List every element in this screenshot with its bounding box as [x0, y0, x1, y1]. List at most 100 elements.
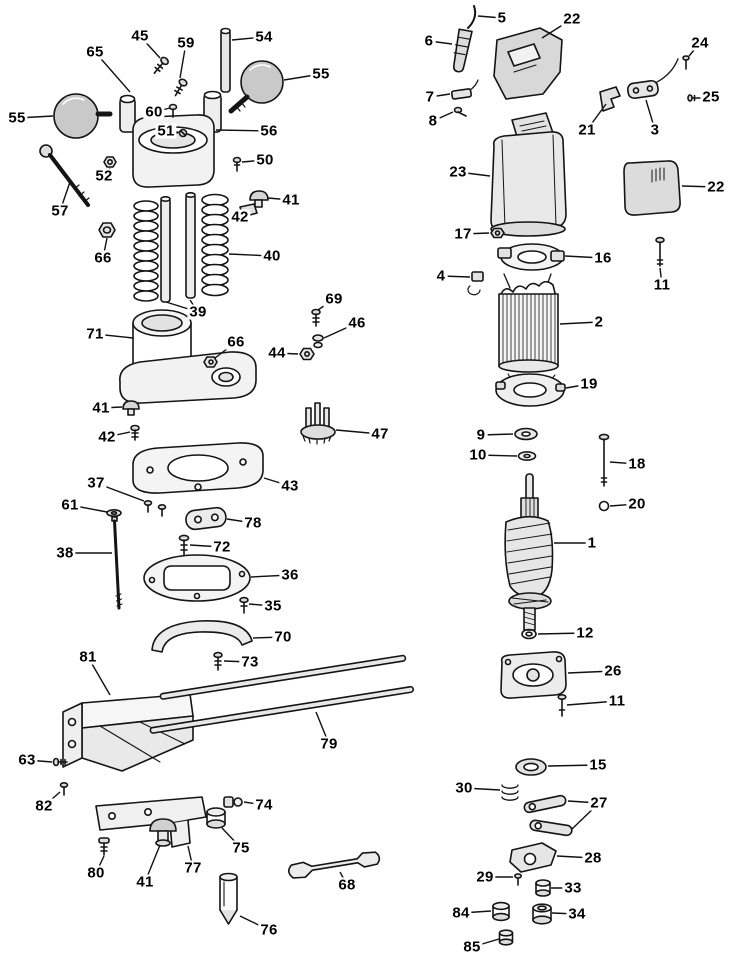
- part-label-55-4: 55: [310, 65, 332, 83]
- part-label-44-21: 44: [266, 344, 288, 362]
- part-label-82-38: 82: [33, 797, 55, 815]
- screws-37-icon: [143, 499, 167, 517]
- screw-82-icon: [59, 781, 69, 796]
- washer-61-icon: [106, 508, 122, 517]
- screw-72-icon: [178, 534, 190, 557]
- part-label-75-40: 75: [230, 839, 252, 857]
- part-label-34-78: 34: [566, 905, 588, 923]
- screw-8-icon: [453, 106, 467, 117]
- nut-66-lower-icon: [203, 356, 218, 368]
- brush-4-icon: [467, 271, 484, 296]
- part-label-61-27: 61: [59, 496, 81, 514]
- chip-shield-70-icon: [151, 620, 253, 653]
- screw-69-icon: [311, 308, 321, 327]
- part-label-69-17: 69: [323, 290, 345, 308]
- motor-clamp-56-icon: [119, 90, 222, 188]
- motor-housing-23-icon: [490, 112, 567, 237]
- lock-knob-41-mid-icon: [122, 400, 140, 416]
- part-label-33-76: 33: [562, 879, 584, 897]
- part-label-7-50: 7: [423, 88, 437, 106]
- part-label-12-68: 12: [574, 624, 596, 642]
- cam-plate-78-icon: [185, 506, 227, 531]
- cord-5-icon: [467, 5, 477, 29]
- sleeve-85-icon: [498, 929, 514, 946]
- part-label-76-45: 76: [258, 921, 280, 939]
- clip-74-icon: [223, 796, 243, 808]
- part-label-20-66: 20: [626, 495, 648, 513]
- part-label-81-35: 81: [77, 648, 99, 666]
- part-label-36-31: 36: [279, 566, 301, 584]
- part-label-63-37: 63: [16, 751, 38, 769]
- part-label-66-14: 66: [92, 249, 114, 267]
- part-label-25-51: 25: [700, 88, 722, 106]
- part-label-66-20: 66: [225, 333, 247, 351]
- part-label-72-29: 72: [211, 538, 233, 556]
- part-label-15-71: 15: [587, 756, 609, 774]
- guide-post-54-icon: [220, 27, 231, 93]
- screw-29-icon: [513, 873, 522, 886]
- screw-60-icon: [168, 103, 178, 118]
- part-label-70-33: 70: [272, 628, 294, 646]
- part-label-5-46: 5: [495, 9, 509, 27]
- baffle-19-icon: [495, 373, 566, 407]
- part-label-54-3: 54: [253, 28, 275, 46]
- part-label-43-26: 43: [279, 477, 301, 495]
- part-label-80-43: 80: [85, 864, 107, 882]
- part-label-24-49: 24: [689, 34, 711, 52]
- knob-55-left-icon: [53, 93, 113, 139]
- handle-cover-22-top-icon: [493, 27, 563, 100]
- part-label-79-36: 79: [318, 735, 340, 753]
- screw-51-icon: [178, 128, 188, 138]
- ring-20-icon: [598, 500, 610, 512]
- part-label-74-39: 74: [253, 796, 275, 814]
- bearing-housing-26-icon: [500, 651, 567, 699]
- bushing-75-icon: [206, 807, 226, 829]
- right-assembly-drawing: [450, 5, 701, 946]
- screw-18-icon: [598, 433, 610, 487]
- part-label-8-52: 8: [426, 112, 440, 130]
- armature-1-icon: [504, 473, 554, 631]
- part-label-10-64: 10: [467, 446, 489, 464]
- wrench-68-icon: [288, 851, 381, 879]
- screw-80-icon: [98, 837, 110, 856]
- brush-holder-16-icon: [497, 243, 565, 271]
- spring-left-40-icon: [133, 200, 159, 302]
- screw-63-icon: [52, 757, 68, 767]
- screw-42-mid-icon: [130, 424, 140, 441]
- depth-turret-47-icon: [300, 402, 336, 445]
- screw-50-icon: [232, 156, 242, 172]
- part-label-42-13: 42: [229, 208, 251, 226]
- terminal-7-icon: [450, 79, 479, 100]
- part-label-22-47: 22: [561, 10, 583, 28]
- base-casting-71-icon: [119, 309, 257, 404]
- washer-10-icon: [517, 450, 537, 461]
- part-label-17-57: 17: [452, 225, 474, 243]
- screw-25-icon: [687, 94, 701, 102]
- part-label-59-2: 59: [175, 34, 197, 52]
- nut-84-icon: [492, 901, 510, 922]
- part-label-27-73: 27: [588, 794, 610, 812]
- screw-11-top-icon: [655, 236, 665, 267]
- screw-45-icon: [153, 56, 169, 74]
- part-label-68-44: 68: [336, 876, 358, 894]
- part-label-39-16: 39: [187, 303, 209, 321]
- guide-posts-39-icon: [160, 192, 196, 303]
- part-label-19-62: 19: [578, 375, 600, 393]
- part-label-6-48: 6: [422, 32, 436, 50]
- part-label-37-25: 37: [85, 474, 107, 492]
- left-assembly-drawing: [39, 27, 414, 925]
- lock-knob-41-bottom-icon: [149, 818, 177, 847]
- spring-30-icon: [501, 784, 519, 801]
- part-label-45-1: 45: [129, 27, 151, 45]
- field-2-icon: [498, 273, 559, 373]
- guide-bracket-77-icon: [95, 796, 207, 848]
- bolt-38-icon: [111, 516, 123, 610]
- part-label-38-30: 38: [54, 544, 76, 562]
- knob-55-right-icon: [228, 60, 284, 114]
- part-label-35-32: 35: [262, 597, 284, 615]
- part-label-71-19: 71: [84, 325, 106, 343]
- part-label-84-77: 84: [450, 904, 472, 922]
- part-label-11-70: 11: [606, 692, 628, 710]
